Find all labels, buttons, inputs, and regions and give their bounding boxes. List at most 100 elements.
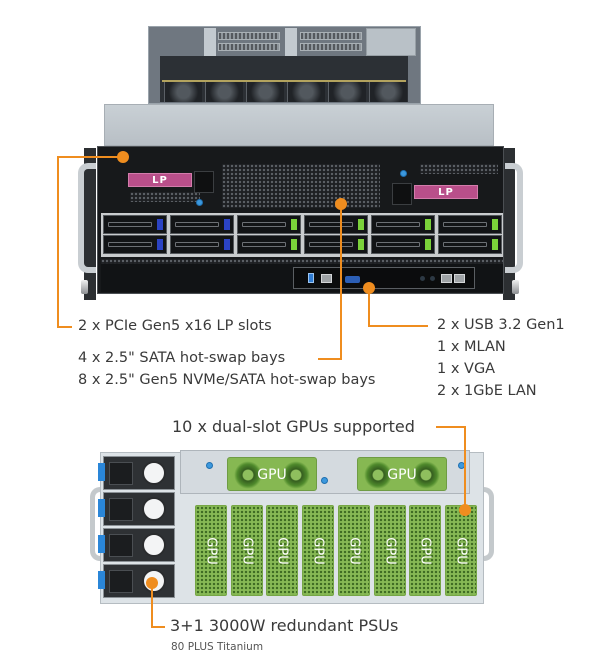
gpu-label: GPU: [382, 536, 397, 565]
drive-tray-handle: [443, 242, 487, 247]
gpu-vertical-4: GPU: [302, 505, 335, 596]
drive-latch-icon[interactable]: [224, 239, 230, 250]
callout-gpu-support: 10 x dual-slot GPUs supported: [172, 417, 415, 436]
lp-slot-label-right: LP: [414, 185, 478, 199]
drive-bay[interactable]: [438, 215, 502, 234]
lp-slot-label-left: LP: [128, 173, 192, 187]
vent-grille: [222, 164, 380, 208]
fan-icon: [369, 82, 407, 102]
thumbscrew-blue: [196, 199, 203, 206]
drive-latch-icon[interactable]: [492, 219, 498, 230]
psu-release-tab[interactable]: [98, 535, 105, 553]
marker-dot: [117, 151, 129, 163]
mlan-port: [321, 274, 332, 283]
gpu-horizontal-1: GPU: [227, 457, 317, 491]
drive-tray-handle: [309, 222, 353, 227]
leader-pcie: [57, 156, 59, 328]
drive-latch-icon[interactable]: [291, 239, 297, 250]
io-panel: [293, 267, 475, 289]
leader-io: [368, 325, 428, 327]
leader-gpus: [436, 426, 466, 428]
drive-bay[interactable]: [170, 235, 234, 254]
drive-bay[interactable]: [237, 215, 301, 234]
drive-bay[interactable]: [371, 215, 435, 234]
gpu-vertical-8: GPU: [444, 505, 477, 596]
gpu-label: GPU: [274, 536, 290, 565]
thumbscrew-blue: [400, 170, 407, 177]
gpu-vertical-2: GPU: [230, 505, 263, 596]
fan-icon: [246, 82, 284, 102]
callout-psu-rating: 80 PLUS Titanium: [171, 641, 264, 653]
psu-column: [98, 456, 176, 600]
riser-card: [300, 32, 362, 40]
drive-tray-handle: [242, 222, 286, 227]
gpu-label: GPU: [453, 536, 469, 565]
riser-card: [300, 43, 362, 51]
drive-bay[interactable]: [103, 215, 167, 234]
power-button: [420, 276, 425, 281]
drive-latch-icon[interactable]: [425, 219, 431, 230]
psu-release-tab[interactable]: [98, 499, 105, 517]
marker-dot: [459, 504, 471, 516]
drive-latch-icon[interactable]: [224, 219, 230, 230]
leader-psu: [151, 582, 153, 628]
power-inlet-icon: [109, 534, 133, 557]
drive-bay[interactable]: [304, 235, 368, 254]
leader-gpus: [464, 426, 466, 510]
psu-module: [98, 528, 175, 562]
gpu-vertical-5: GPU: [337, 505, 370, 596]
vent-grille: [101, 259, 503, 267]
psu-module: [98, 492, 175, 526]
callout-sata-bays: 4 x 2.5" SATA hot-swap bays: [78, 350, 286, 366]
fan-icon: [328, 82, 366, 102]
leader-pcie: [57, 326, 72, 328]
gpu-horizontal-2: GPU: [357, 457, 447, 491]
drive-bay[interactable]: [371, 235, 435, 254]
rear-handle-right: [480, 487, 494, 561]
leader-io: [368, 288, 370, 327]
drive-latch-icon[interactable]: [157, 219, 163, 230]
psu-release-tab[interactable]: [98, 571, 105, 589]
drive-bay[interactable]: [170, 215, 234, 234]
gpu-label: GPU: [417, 536, 433, 565]
drive-tray-handle: [376, 242, 420, 247]
drive-tray-handle: [309, 242, 353, 247]
power-inlet-icon: [109, 462, 133, 485]
drive-latch-icon[interactable]: [425, 239, 431, 250]
psu-release-tab[interactable]: [98, 463, 105, 481]
callout-nvme-bays: 8 x 2.5" Gen5 NVMe/SATA hot-swap bays: [78, 372, 376, 388]
gpu-vertical-1: GPU: [195, 505, 227, 596]
gpu-label: GPU: [257, 467, 287, 483]
lan-port-2: [454, 274, 465, 283]
drive-latch-icon[interactable]: [291, 219, 297, 230]
rack-ear-right: [503, 148, 515, 300]
drive-latch-icon[interactable]: [492, 239, 498, 250]
id-button: [430, 276, 435, 281]
marker-dot: [146, 577, 158, 589]
drive-tray-handle: [108, 242, 152, 247]
leader-pcie: [57, 156, 123, 158]
gpu-label: GPU: [239, 536, 255, 565]
drive-latch-icon[interactable]: [157, 239, 163, 250]
leader-psu: [151, 626, 165, 628]
drive-tray-handle: [108, 222, 152, 227]
drive-bay[interactable]: [304, 215, 368, 234]
callout-vga: 1 x VGA: [437, 361, 496, 377]
leader-bays: [318, 358, 342, 360]
fan-icon: [234, 461, 262, 489]
drive-latch-icon[interactable]: [358, 239, 364, 250]
drive-bay[interactable]: [438, 235, 502, 254]
drive-tray-handle: [443, 222, 487, 227]
riser-card: [218, 43, 280, 51]
vent-grille: [130, 192, 200, 202]
drive-bay[interactable]: [237, 235, 301, 254]
drive-bay[interactable]: [103, 235, 167, 254]
gpu-vertical-3: GPU: [266, 505, 299, 596]
drive-tray-handle: [376, 222, 420, 227]
psu-module: [98, 564, 175, 598]
riser-card: [218, 32, 280, 40]
drive-latch-icon[interactable]: [358, 219, 364, 230]
drive-bay-cage: [101, 213, 503, 257]
fan-icon: [142, 533, 166, 557]
psu-module: [98, 456, 175, 490]
